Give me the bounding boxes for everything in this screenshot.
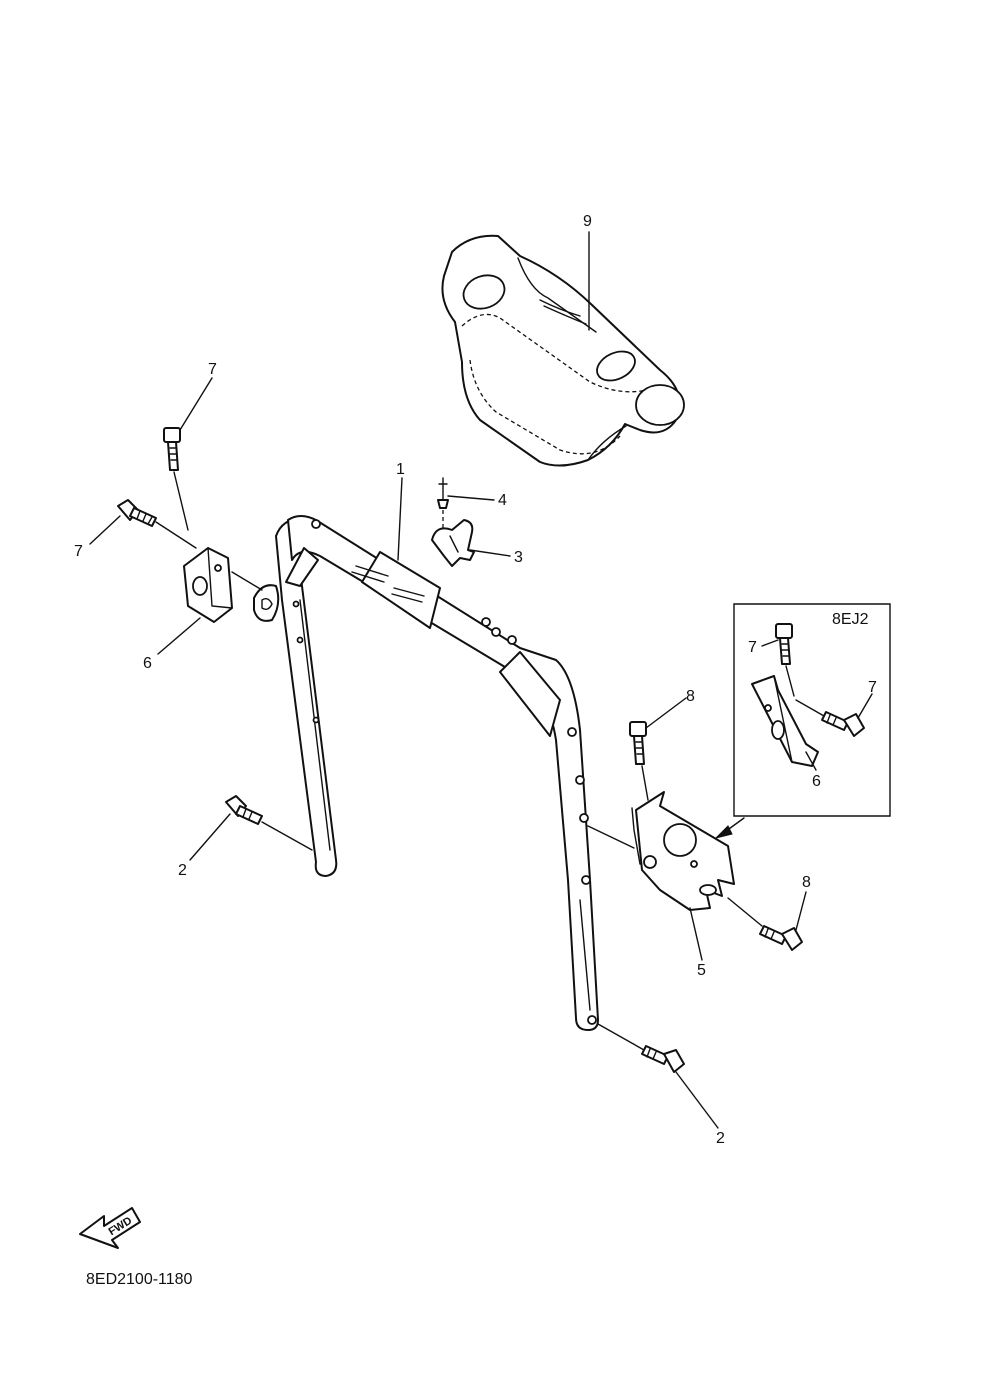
callout-8-bottom: 8 bbox=[802, 874, 811, 891]
wire-clip bbox=[431, 510, 475, 567]
callout-7-inset-top: 7 bbox=[748, 639, 757, 656]
callout-6-inset: 6 bbox=[812, 773, 821, 790]
pin bbox=[437, 477, 449, 509]
bolt-2-left bbox=[225, 795, 313, 851]
callout-3: 3 bbox=[514, 549, 523, 566]
callout-4: 4 bbox=[498, 492, 507, 509]
bolt-7-horizontal bbox=[117, 499, 157, 527]
callout-7-left: 7 bbox=[74, 543, 83, 560]
bolt-8-bottom bbox=[727, 897, 803, 951]
callout-2-left: 2 bbox=[178, 862, 187, 879]
callout-8-top: 8 bbox=[686, 688, 695, 705]
callout-7-inset-right: 7 bbox=[868, 679, 877, 696]
callout-1: 1 bbox=[396, 461, 405, 478]
callouts: 9 1 4 3 7 7 6 2 2 8 8 5 8EJ2 7 7 6 bbox=[74, 213, 877, 1147]
guide-line bbox=[231, 571, 263, 591]
callout-7-top-left: 7 bbox=[208, 361, 217, 378]
forward-arrow: FWD bbox=[79, 1207, 141, 1249]
o-ring bbox=[253, 584, 280, 622]
callout-9: 9 bbox=[583, 213, 592, 230]
guide-line bbox=[155, 521, 197, 549]
right-bracket bbox=[631, 791, 735, 911]
left-bracket bbox=[183, 547, 233, 623]
part-code: 8ED2100-1180 bbox=[86, 1271, 193, 1288]
leader-lines bbox=[89, 231, 873, 1129]
bolt-7-vertical bbox=[163, 427, 181, 471]
bolt-2-right bbox=[597, 1023, 685, 1073]
variant-inset-box bbox=[714, 603, 891, 839]
guide-line bbox=[587, 825, 635, 849]
variant-code: 8EJ2 bbox=[832, 611, 869, 628]
callout-5: 5 bbox=[697, 962, 706, 979]
guide-line bbox=[173, 471, 189, 531]
bolt-8-top bbox=[629, 721, 649, 801]
handlebar bbox=[275, 515, 599, 1031]
callout-2-right: 2 bbox=[716, 1130, 725, 1147]
handlebar-pad bbox=[441, 234, 685, 467]
callout-6-left: 6 bbox=[143, 655, 152, 672]
